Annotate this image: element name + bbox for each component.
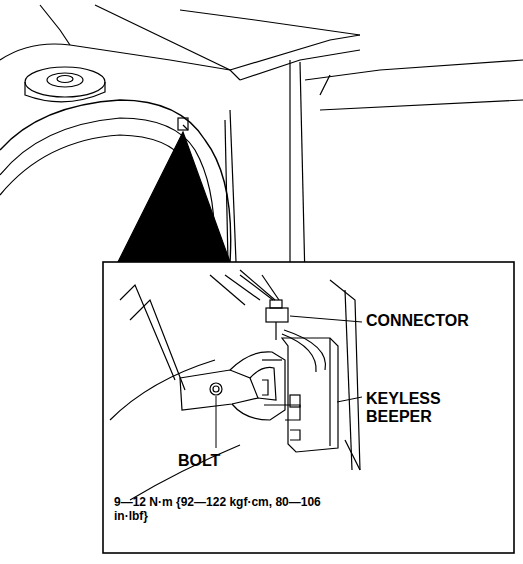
part-label: KEYLESS BEEPER: [366, 390, 486, 427]
part-label: CONNECTOR: [366, 312, 506, 330]
part-label: BOLT: [178, 452, 258, 470]
torque-spec: 9—12 N·m {92—122 kgf·cm, 80—106 in·lbf}: [114, 496, 324, 524]
